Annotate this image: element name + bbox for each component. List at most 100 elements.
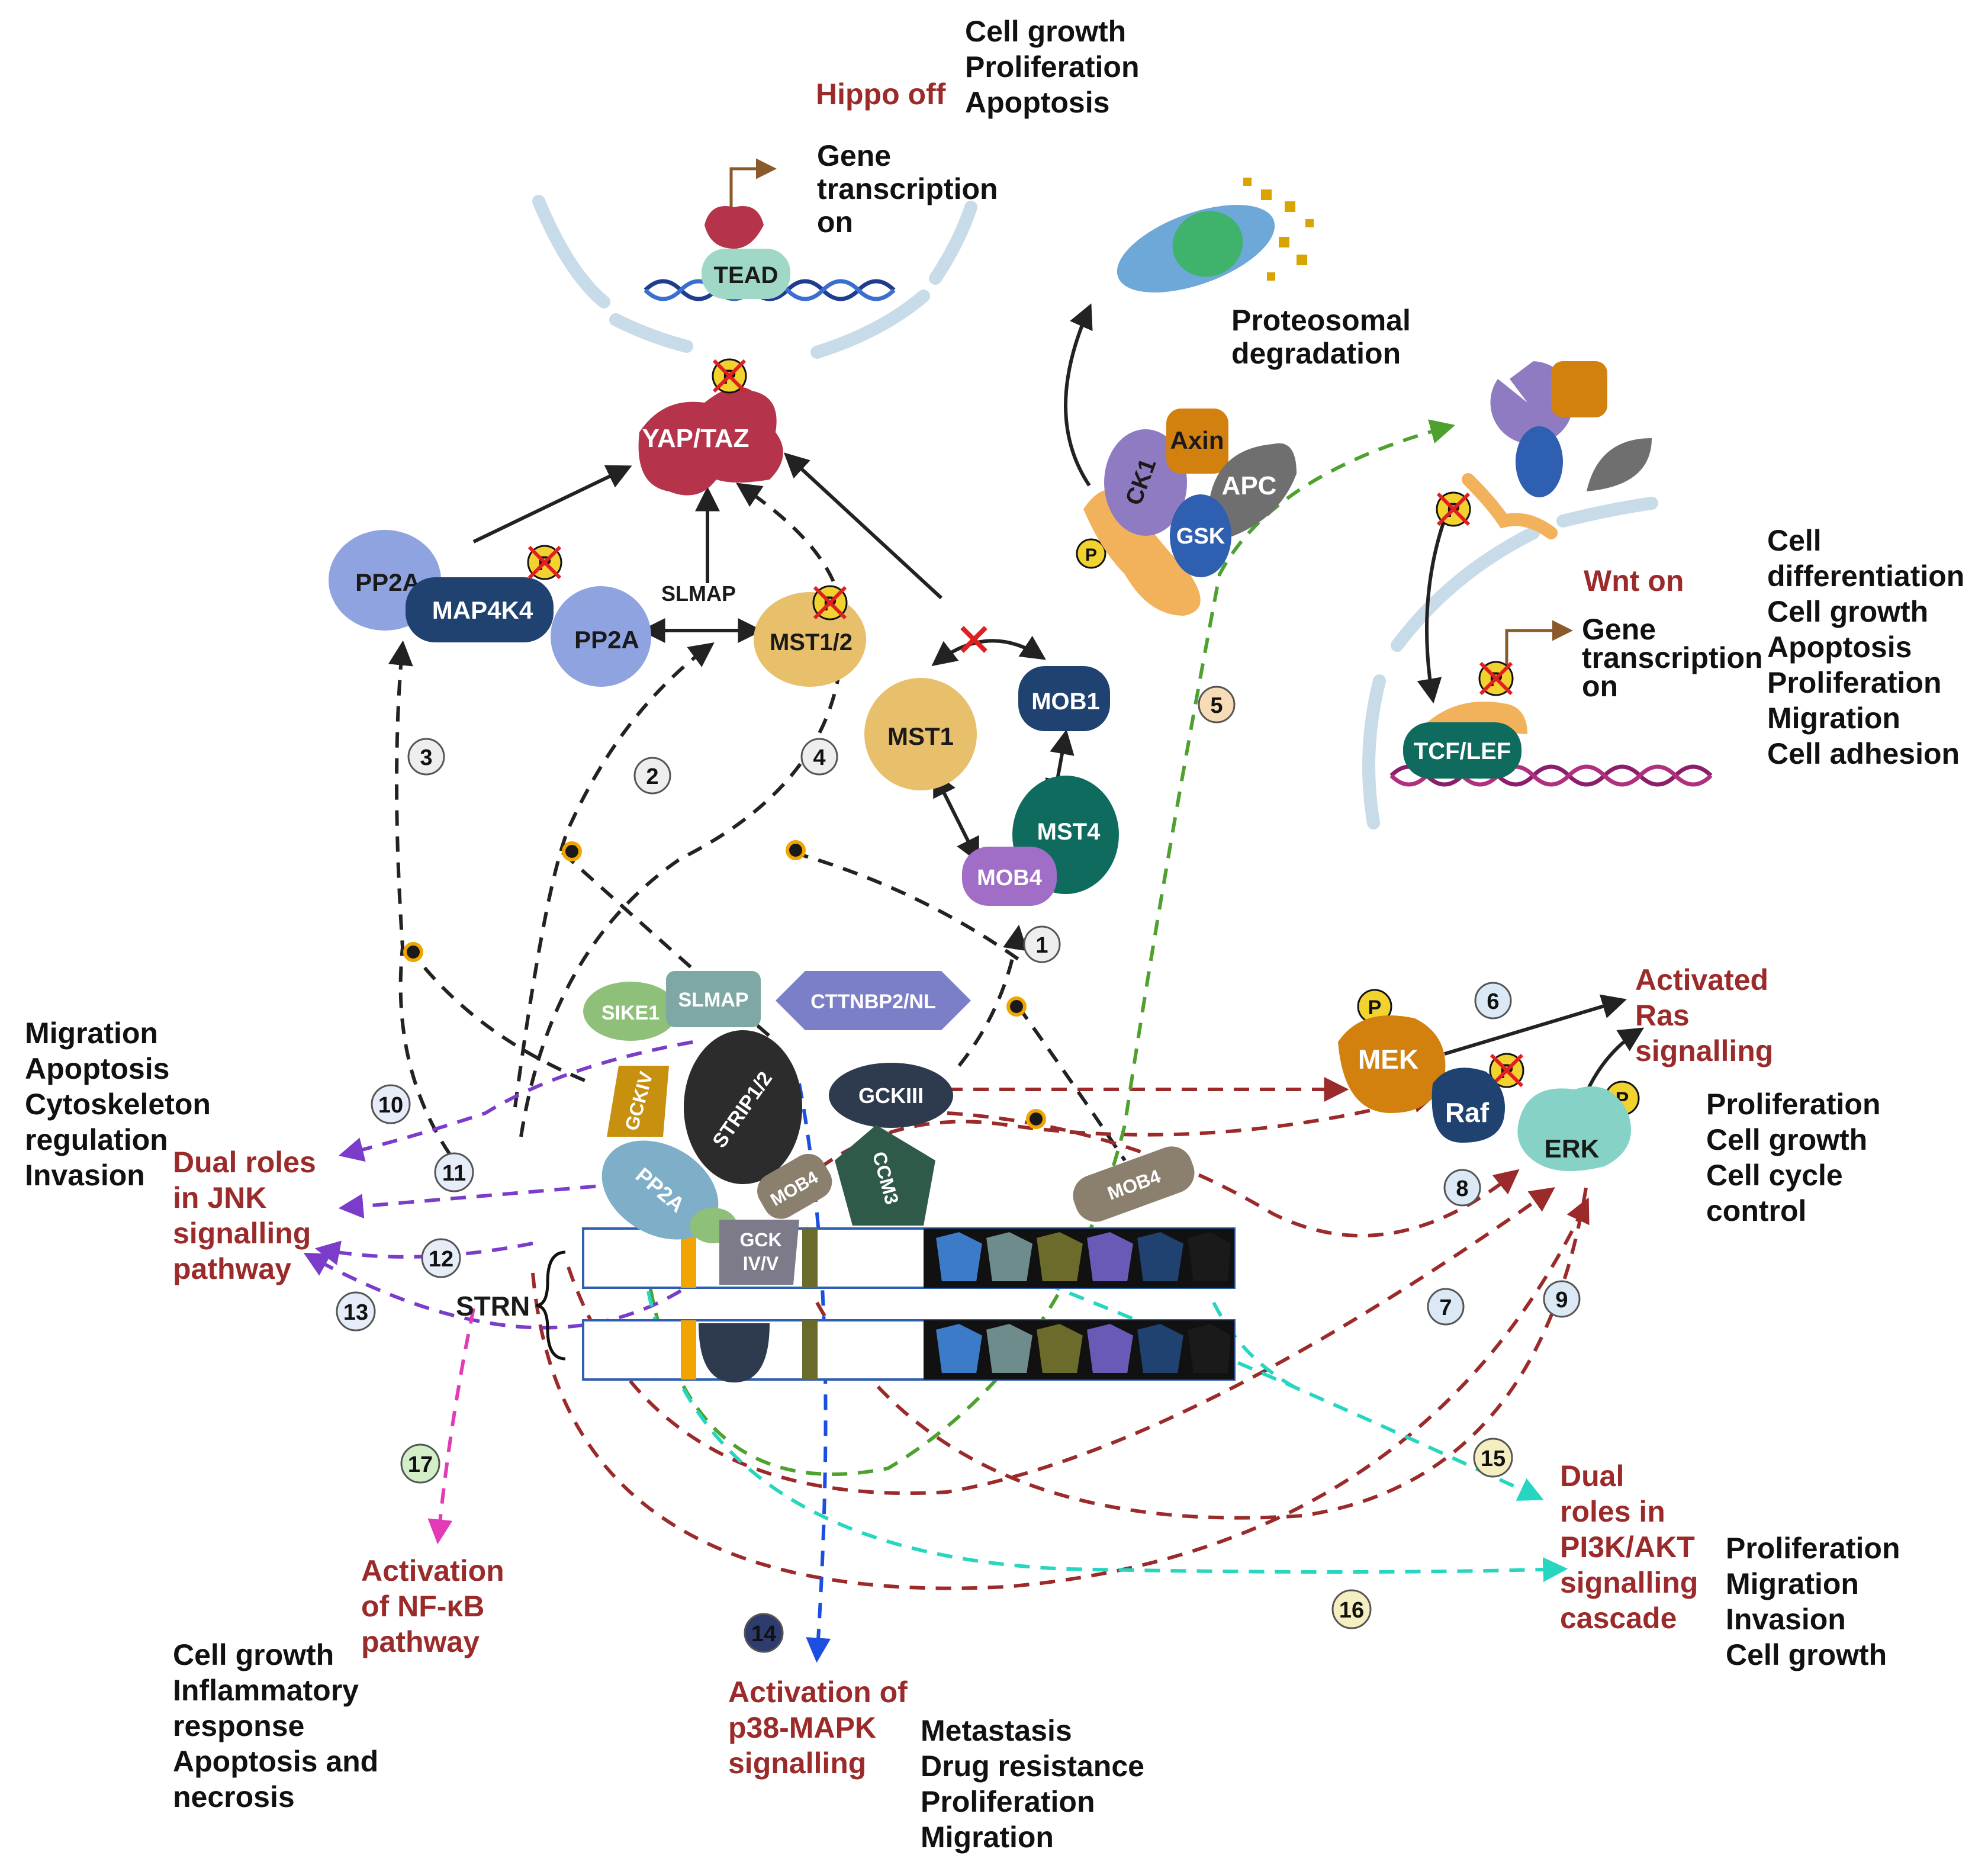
svg-text:10: 10 [378, 1093, 403, 1118]
proteasomal-degradation-label: Proteosomal degradation [1231, 304, 1411, 370]
svg-text:Migration: Migration [1726, 1567, 1859, 1600]
degraded-beta-catenin [1117, 178, 1314, 292]
svg-text:Cytoskeleton: Cytoskeleton [25, 1088, 211, 1121]
tcf-lef-label: TCF/LEF [1414, 738, 1511, 764]
dissociated-complex [1462, 361, 1652, 539]
step-16: 16 [1331, 1589, 1372, 1629]
svg-text:12: 12 [429, 1247, 453, 1272]
arrow-12 [314, 1240, 533, 1265]
strn-bracket [535, 1250, 566, 1361]
svg-text:13: 13 [343, 1300, 368, 1325]
step-4: 4 [800, 738, 838, 776]
gsk-label: GSK [1176, 524, 1225, 549]
arrow-1 [957, 924, 1028, 1067]
svg-text:P: P [1085, 545, 1097, 565]
svg-text:differentiation: differentiation [1767, 560, 1964, 593]
svg-text:response: response [173, 1709, 304, 1742]
strip-protein: STRIP1/2 [684, 1030, 802, 1184]
mek-label: MEK [1358, 1044, 1418, 1075]
svg-text:Migration: Migration [921, 1821, 1054, 1854]
svg-text:signalling: signalling [1635, 1034, 1773, 1067]
raf-label: Raf [1445, 1097, 1490, 1128]
svg-text:Gene: Gene [1582, 613, 1656, 646]
svg-text:signalling: signalling [1560, 1566, 1698, 1599]
erk-label: ERK [1545, 1134, 1600, 1163]
svg-text:Migration: Migration [25, 1017, 158, 1050]
arrow-4 [519, 483, 844, 1137]
step-15: 15 [1473, 1438, 1513, 1478]
svg-text:Cell growth: Cell growth [965, 15, 1126, 48]
mst12-label: MST1/2 [770, 629, 853, 655]
svg-text:transcription: transcription [817, 172, 998, 205]
arrow-10 [338, 1040, 693, 1162]
gck-iv-v-protein: GCK IV/V [719, 1220, 799, 1285]
wnt-gene-transcription: Gene transcription on [1582, 613, 1763, 703]
hippo-off-label: Hippo off [816, 78, 946, 111]
jnk-title: Dual roles in JNK signalling pathway [173, 1146, 316, 1285]
strn-domains-top [582, 1227, 1236, 1289]
hippo-transcription-arrow [729, 158, 777, 219]
gckiv-protein: GCKIV [607, 1066, 669, 1137]
sike1-label: SIKE1 [601, 1002, 660, 1024]
svg-text:7: 7 [1439, 1295, 1452, 1320]
slmap-protein: SLMAP [666, 971, 761, 1027]
svg-text:Gene: Gene [817, 139, 891, 172]
step-14: 14 [744, 1613, 784, 1653]
svg-text:on: on [1582, 670, 1618, 703]
mob4-right-protein: MOB4 [1073, 1146, 1195, 1222]
hippo-outcomes: Cell growth Proliferation Apoptosis [965, 15, 1139, 119]
svg-text:Dual: Dual [1560, 1459, 1624, 1493]
yap-taz-protein: YAP/TAZ [638, 387, 783, 496]
svg-text:Cell growth: Cell growth [1767, 595, 1928, 628]
slmap-hippo-label: SLMAP [661, 581, 736, 606]
p38-title: Activation of p38-MAPK signalling [728, 1676, 908, 1780]
svg-text:control: control [1706, 1194, 1806, 1227]
svg-text:Invasion: Invasion [25, 1159, 145, 1192]
svg-text:necrosis: necrosis [173, 1780, 295, 1813]
step-1: 1 [1023, 925, 1061, 963]
svg-text:cascade: cascade [1560, 1602, 1677, 1635]
gck45-label-2: IV/V [743, 1253, 779, 1274]
svg-text:degradation: degradation [1231, 337, 1401, 370]
hippo-gene-transcription: Gene transcription on [817, 139, 998, 239]
step-5: 5 [1198, 686, 1236, 724]
step-6: 6 [1474, 982, 1512, 1020]
map4k4-label: MAP4K4 [432, 596, 533, 624]
svg-text:16: 16 [1339, 1598, 1364, 1623]
erk-protein: ERK [1517, 1086, 1631, 1171]
svg-text:signalling: signalling [173, 1217, 311, 1250]
svg-text:15: 15 [1481, 1446, 1506, 1471]
nfkb-title: Activation of NF-κB pathway [361, 1554, 504, 1658]
svg-text:Proliferation: Proliferation [1706, 1088, 1880, 1121]
phospho-icon: P [1436, 491, 1471, 527]
svg-text:Activation: Activation [361, 1554, 504, 1587]
mob1-protein: MOB1 [1018, 666, 1110, 731]
svg-text:Apoptosis: Apoptosis [25, 1052, 169, 1085]
svg-text:Apoptosis: Apoptosis [1767, 631, 1912, 664]
cttnbp2-protein: CTTNBP2/NL [776, 971, 971, 1030]
svg-text:14: 14 [751, 1622, 776, 1647]
ras-title: Activated Ras signalling [1635, 963, 1773, 1067]
pathway-arrows [303, 419, 1590, 1663]
junction-dots [403, 840, 1046, 1129]
svg-text:p38-MAPK: p38-MAPK [728, 1711, 876, 1744]
mob4-protein: MOB4 [962, 847, 1057, 906]
tead-label: TEAD [714, 262, 779, 288]
arrow-13 [303, 1252, 682, 1330]
arrow-7 [567, 1187, 1555, 1496]
svg-text:2: 2 [646, 764, 658, 789]
step-markers: 1 2 3 4 5 6 7 8 9 10 11 12 13 14 15 16 1… [336, 686, 1581, 1653]
mob4-label: MOB4 [977, 866, 1042, 890]
arrow-2 [513, 642, 715, 1108]
svg-text:Cell growth: Cell growth [1706, 1123, 1867, 1156]
svg-text:Apoptosis: Apoptosis [965, 86, 1109, 119]
solid-arrows [472, 303, 1645, 1126]
step-7: 7 [1427, 1288, 1465, 1326]
step-13: 13 [336, 1291, 376, 1332]
svg-text:4: 4 [813, 745, 825, 770]
pp2a-striapak: PP2A [601, 1140, 737, 1243]
svg-text:Proliferation: Proliferation [965, 50, 1139, 83]
svg-text:1: 1 [1035, 933, 1048, 958]
jnk-outcomes: Migration Apoptosis Cytoskeleton regulat… [25, 1017, 211, 1192]
